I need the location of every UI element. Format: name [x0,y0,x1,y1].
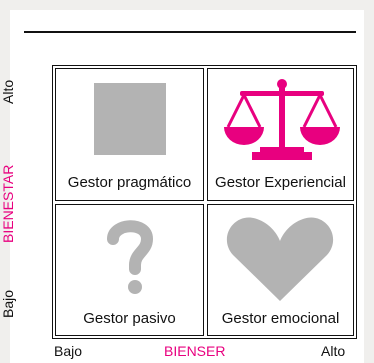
quadrant-bottom-right: Gestor emocional [207,204,354,336]
vertical-axis-title: BIENESTAR [0,164,16,243]
quadrant-top-left: Gestor pragmático [55,68,204,201]
quadrant-top-right: Gestor Experiencial [207,68,354,201]
quadrant-bottom-left: Gestor pasivo [55,204,204,336]
horizontal-axis-low-label: Bajo [54,343,83,359]
square-icon [94,83,166,155]
quadrant-label-pragmatic: Gestor pragmático [67,174,192,191]
horizontal-axis-high-label: Alto [321,343,346,359]
horizontal-axis-title: BIENSER [164,343,226,359]
question-mark-icon [107,220,154,294]
scales-icon [224,79,340,160]
quadrant-label-experiential: Gestor Experiencial [215,174,346,191]
vertical-axis-low-label: Bajo [0,289,16,318]
quadrant-label-emotional: Gestor emocional [221,310,340,327]
heart-icon [226,217,334,301]
quadrant-label-passive: Gestor pasivo [83,310,176,327]
top-rule [24,31,356,33]
matrix-frame [52,65,357,339]
vertical-axis-high-label: Alto [0,79,16,104]
